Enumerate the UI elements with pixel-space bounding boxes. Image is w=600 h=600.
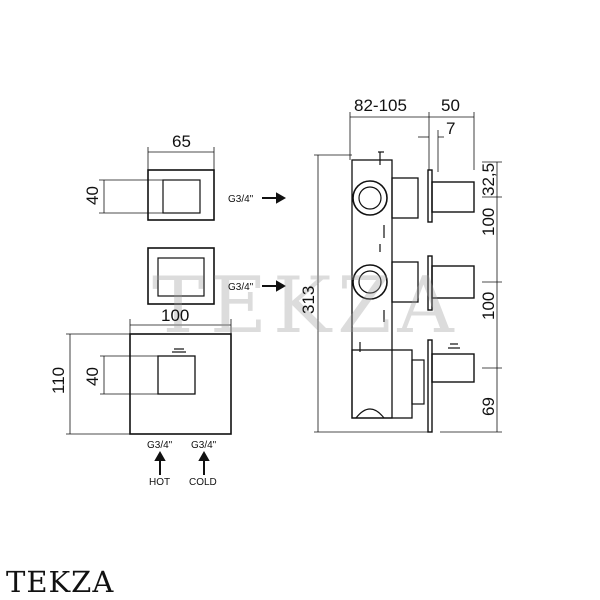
cold-label: COLD bbox=[189, 477, 217, 488]
side-view bbox=[314, 112, 502, 433]
dim-top-height: 40 bbox=[83, 186, 102, 205]
conn-hot-label: G3/4" bbox=[147, 440, 173, 451]
dim-plate-height: 110 bbox=[49, 367, 68, 394]
dim-plate-width: 100 bbox=[161, 306, 189, 325]
dim-side-top: 32,5 bbox=[479, 163, 498, 196]
dim-side-bottom: 69 bbox=[479, 397, 498, 416]
square-plate-view bbox=[66, 319, 232, 435]
dim-side-depth: 82-105 bbox=[354, 96, 407, 115]
watermark: TEKZA bbox=[152, 261, 460, 351]
dim-side-gap: 7 bbox=[446, 119, 455, 138]
hot-label: HOT bbox=[149, 477, 170, 488]
conn-upper-label: G3/4" bbox=[228, 194, 254, 205]
conn-middle-label: G3/4" bbox=[228, 282, 254, 293]
connection-arrows bbox=[154, 192, 287, 475]
dim-top-width: 65 bbox=[172, 132, 191, 151]
brand-logo: TEKZA bbox=[6, 565, 115, 599]
conn-cold-label: G3/4" bbox=[191, 440, 217, 451]
dim-side-mid1: 100 bbox=[479, 208, 498, 236]
dim-side-total: 313 bbox=[299, 286, 318, 314]
dim-side-handle: 50 bbox=[441, 96, 460, 115]
top-handle-view bbox=[99, 147, 215, 221]
middle-handle-view bbox=[147, 247, 215, 305]
dim-plate-inner: 40 bbox=[83, 367, 102, 386]
dim-side-mid2: 100 bbox=[479, 292, 498, 320]
